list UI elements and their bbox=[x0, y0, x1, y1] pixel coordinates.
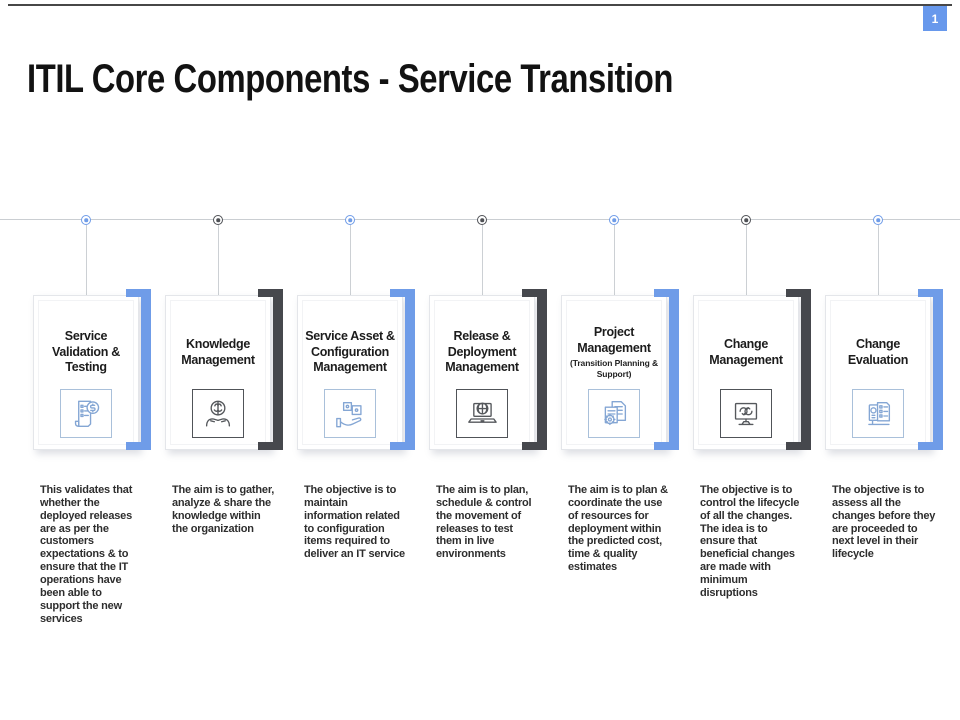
card-title: Change Management bbox=[709, 337, 783, 367]
card-title-area: Change Management bbox=[698, 316, 794, 389]
column-change-management: Change Management The objective is to co… bbox=[680, 213, 812, 625]
timeline-node-icon bbox=[609, 215, 619, 225]
asset-hand-boxes-icon bbox=[324, 389, 376, 438]
timeline-node-icon bbox=[741, 215, 751, 225]
component-card[interactable]: Release & Deployment Management bbox=[429, 289, 547, 450]
card-description: The objective is to maintain information… bbox=[304, 484, 405, 561]
connector-line bbox=[350, 225, 351, 295]
card-description: The aim is to plan & coordinate the use … bbox=[568, 484, 668, 574]
monitor-cycle-icon bbox=[720, 389, 772, 438]
page-number-badge: 1 bbox=[923, 6, 947, 31]
connector-line bbox=[86, 225, 87, 295]
knowledge-sharing-icon bbox=[192, 389, 244, 438]
checklist-screen-icon bbox=[852, 389, 904, 438]
component-card[interactable]: Change Evaluation bbox=[825, 289, 943, 450]
card-description: The objective is to assess all the chang… bbox=[832, 484, 936, 561]
connector-line bbox=[746, 225, 747, 295]
card-title-area: Knowledge Management bbox=[170, 316, 266, 389]
column-service-validation-testing: Service Validation & Testing This valida… bbox=[20, 213, 152, 625]
documents-gear-icon bbox=[588, 389, 640, 438]
card-title: Knowledge Management bbox=[181, 337, 255, 367]
card-title-area: Release & Deployment Management bbox=[434, 316, 530, 389]
card-title-area: Service Validation & Testing bbox=[38, 316, 134, 389]
card-title-area: Service Asset & Configuration Management bbox=[302, 316, 398, 389]
components-row: Service Validation & Testing This valida… bbox=[20, 213, 944, 625]
invoice-dollar-icon bbox=[60, 389, 112, 438]
page-title: ITIL Core Components - Service Transitio… bbox=[27, 56, 674, 101]
card-subtitle: (Transition Planning & Support) bbox=[570, 358, 658, 380]
timeline-node-icon bbox=[873, 215, 883, 225]
timeline-node-icon bbox=[81, 215, 91, 225]
laptop-globe-icon bbox=[456, 389, 508, 438]
timeline-node-icon bbox=[477, 215, 487, 225]
column-service-asset-configuration: Service Asset & Configuration Management… bbox=[284, 213, 416, 625]
column-change-evaluation: Change Evaluation The objective is to as… bbox=[812, 213, 944, 625]
component-card[interactable]: Project Management (Transition Planning … bbox=[561, 289, 679, 450]
timeline-node-icon bbox=[213, 215, 223, 225]
card-description: This validates that whether the deployed… bbox=[40, 484, 133, 625]
top-divider bbox=[8, 4, 952, 6]
card-title: Project Management bbox=[577, 325, 651, 355]
card-description: The objective is to control the lifecycl… bbox=[700, 484, 800, 599]
card-title: Service Asset & Configuration Management bbox=[305, 329, 395, 375]
card-title: Release & Deployment Management bbox=[445, 329, 519, 375]
timeline-node-icon bbox=[345, 215, 355, 225]
column-release-deployment: Release & Deployment Management The aim … bbox=[416, 213, 548, 625]
card-title-area: Change Evaluation bbox=[830, 316, 926, 389]
column-knowledge-management: Knowledge Management The aim is to gathe… bbox=[152, 213, 284, 625]
connector-line bbox=[614, 225, 615, 295]
connector-line bbox=[878, 225, 879, 295]
card-title: Change Evaluation bbox=[847, 337, 909, 367]
card-title-area: Project Management (Transition Planning … bbox=[566, 316, 662, 389]
component-card[interactable]: Service Asset & Configuration Management bbox=[297, 289, 415, 450]
column-project-management: Project Management (Transition Planning … bbox=[548, 213, 680, 625]
connector-line bbox=[218, 225, 219, 295]
card-description: The aim is to gather, analyze & share th… bbox=[172, 484, 275, 535]
component-card[interactable]: Knowledge Management bbox=[165, 289, 283, 450]
component-card[interactable]: Service Validation & Testing bbox=[33, 289, 151, 450]
component-card[interactable]: Change Management bbox=[693, 289, 811, 450]
card-description: The aim is to plan, schedule & control t… bbox=[436, 484, 532, 561]
connector-line bbox=[482, 225, 483, 295]
card-title: Service Validation & Testing bbox=[52, 329, 120, 375]
